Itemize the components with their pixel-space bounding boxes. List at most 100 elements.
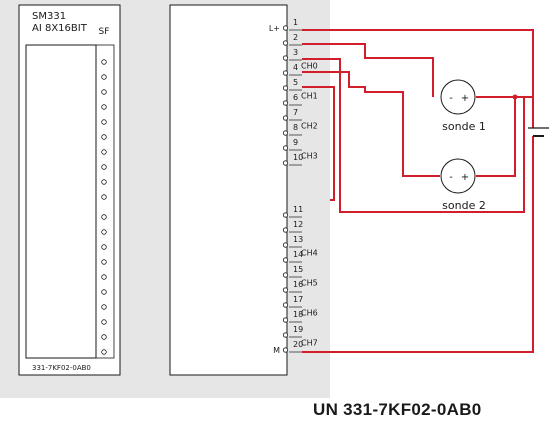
terminal-screw xyxy=(282,130,289,136)
terminal-number: 5 xyxy=(293,78,298,87)
terminal-number: 9 xyxy=(293,138,298,147)
terminal-number: 8 xyxy=(293,123,298,132)
status-led xyxy=(101,244,107,250)
sensor-label: sonde 2 xyxy=(442,199,486,212)
terminal-screw xyxy=(282,212,289,218)
wire xyxy=(302,71,440,177)
terminal-number: 20 xyxy=(293,340,303,349)
terminal-screw xyxy=(282,85,289,91)
status-led xyxy=(101,194,107,200)
sensor-body xyxy=(440,79,476,115)
wire xyxy=(302,136,534,353)
terminal-strip xyxy=(95,44,115,359)
terminal-screw xyxy=(282,40,289,46)
terminal-block-outline xyxy=(169,4,288,376)
channel-label: CH4 xyxy=(301,249,318,258)
wire xyxy=(476,96,516,177)
battery xyxy=(528,127,549,137)
terminal-label: M xyxy=(273,346,280,355)
sensor-minus: - xyxy=(449,172,453,183)
status-led xyxy=(101,179,107,185)
wire xyxy=(302,43,434,97)
terminal-number: 17 xyxy=(293,295,303,304)
status-led xyxy=(101,119,107,125)
channel-label: CH5 xyxy=(301,279,318,288)
module-title: SM331 xyxy=(32,11,66,22)
terminal-screw xyxy=(282,145,289,151)
terminal-number: 13 xyxy=(293,235,303,244)
terminal-number: 18 xyxy=(293,310,303,319)
channel-label: CH7 xyxy=(301,339,318,348)
terminal-screw xyxy=(282,257,289,263)
terminal-list: 1L+ 2 3 4 5 6 7 8 9 10 11 12 13 14 15 16 17 18 19 20M xyxy=(269,18,303,355)
wiring xyxy=(302,29,534,353)
module-front: SM331 AI 8X16BIT SF 331-7KF02-0AB0 xyxy=(18,4,121,376)
status-led xyxy=(101,59,107,65)
terminal-screw xyxy=(282,302,289,308)
terminal-number: 1 xyxy=(293,18,298,27)
wire xyxy=(302,86,335,201)
status-led xyxy=(101,319,107,325)
channel-label: CH1 xyxy=(301,92,318,101)
status-led xyxy=(101,104,107,110)
status-led xyxy=(101,259,107,265)
terminal-screw xyxy=(282,287,289,293)
sensor-body xyxy=(440,158,476,194)
terminal-screw xyxy=(282,25,289,31)
module-subtitle: AI 8X16BIT xyxy=(32,23,88,34)
status-led xyxy=(101,134,107,140)
terminal-screw xyxy=(282,347,289,353)
terminal-screw xyxy=(282,227,289,233)
terminal-number: 16 xyxy=(293,280,303,289)
terminal-number: 6 xyxy=(293,93,298,102)
terminal-screw xyxy=(282,55,289,61)
terminal-screw xyxy=(282,242,289,248)
terminal-number: 15 xyxy=(293,265,303,274)
status-led xyxy=(101,89,107,95)
channel-label: CH6 xyxy=(301,309,318,318)
sensor-plus: + xyxy=(461,93,469,104)
terminal-number: 4 xyxy=(293,63,298,72)
terminal-number: 2 xyxy=(293,33,298,42)
order-number: 331-7KF02-0AB0 xyxy=(32,364,91,372)
status-led xyxy=(101,349,107,355)
terminal-number: 11 xyxy=(293,205,303,214)
status-led xyxy=(101,214,107,220)
sensor-minus: - xyxy=(449,93,453,104)
channel-label: CH2 xyxy=(301,122,318,131)
status-led xyxy=(101,74,107,80)
wire-junction xyxy=(512,94,518,100)
terminal-number: 12 xyxy=(293,220,303,229)
terminal-number: 19 xyxy=(293,325,303,334)
terminal-screw xyxy=(282,100,289,106)
sf-label: SF xyxy=(99,27,110,37)
status-led xyxy=(101,164,107,170)
channel-label: CH0 xyxy=(301,62,318,71)
sensors: -+sonde 1-+sonde 2 xyxy=(440,79,486,212)
terminal-number: 14 xyxy=(293,250,303,259)
terminal-screw xyxy=(282,332,289,338)
sensor-label: sonde 1 xyxy=(442,120,486,133)
channel-label: CH3 xyxy=(301,152,318,161)
terminal-number: 7 xyxy=(293,108,298,117)
terminal-screw xyxy=(282,272,289,278)
status-led xyxy=(101,274,107,280)
status-led xyxy=(101,304,107,310)
terminal-screw xyxy=(282,70,289,76)
terminal-screw xyxy=(282,115,289,121)
status-led xyxy=(101,229,107,235)
led-column xyxy=(101,59,107,355)
label-window xyxy=(25,44,97,359)
wire xyxy=(302,58,525,213)
terminal-screw xyxy=(282,160,289,166)
terminal-label: L+ xyxy=(269,24,280,33)
sensor-plus: + xyxy=(461,172,469,183)
status-led xyxy=(101,334,107,340)
terminal-number: 10 xyxy=(293,153,303,162)
status-led xyxy=(101,149,107,155)
terminal-number: 3 xyxy=(293,48,298,57)
